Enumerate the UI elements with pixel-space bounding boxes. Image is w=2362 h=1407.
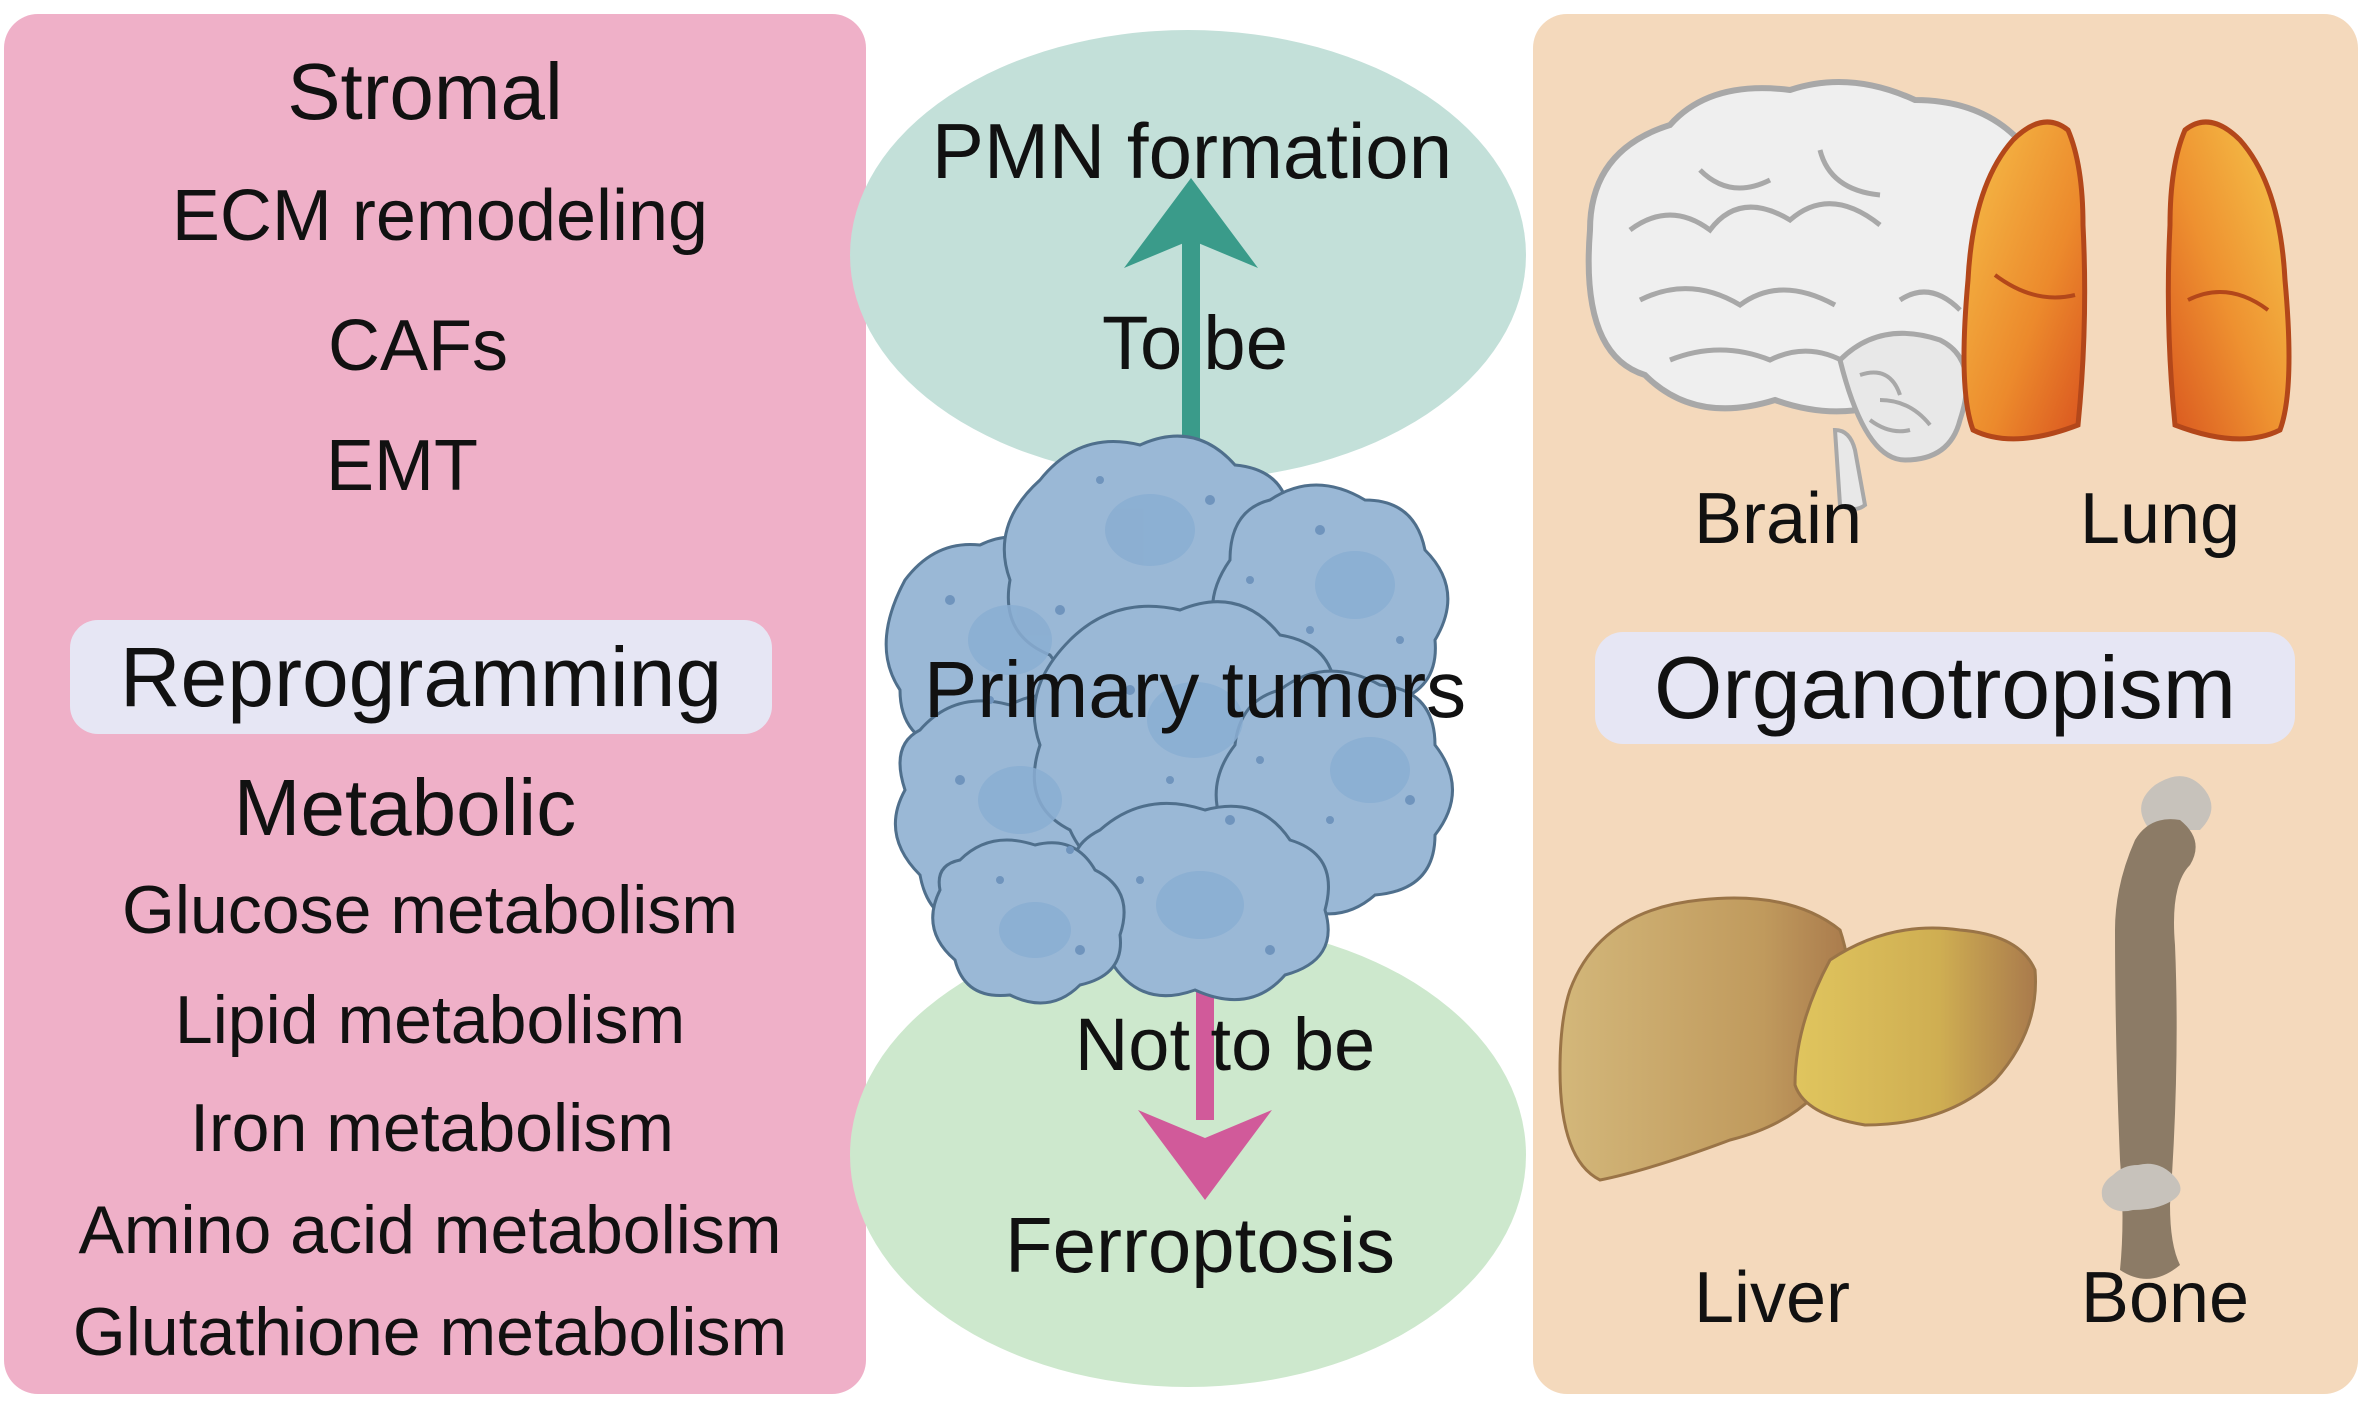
bone-illustration	[2101, 776, 2212, 1279]
metabolic-item-glucose: Glucose metabolism	[121, 872, 739, 948]
stromal-item-emt: EMT	[326, 426, 478, 506]
brain-label: Brain	[1693, 479, 1863, 559]
organotropism-pill: Organotropism	[1595, 632, 2295, 744]
stromal-heading: Stromal	[287, 47, 563, 136]
to-be-label: To be	[1102, 301, 1288, 386]
organotropism-label: Organotropism	[1653, 638, 2236, 737]
up-arrow	[1124, 178, 1258, 462]
not-to-be-label: Not to be	[1074, 1003, 1376, 1086]
pmn-formation-label: PMN formation	[931, 107, 1453, 195]
tumor-speckles	[945, 476, 1415, 955]
reprogramming-label: Reprogramming	[119, 630, 723, 724]
liver-illustration	[1558, 896, 2037, 1182]
stromal-item-ecm: ECM remodeling	[171, 176, 709, 256]
metabolic-heading: Metabolic	[233, 763, 577, 852]
tumor-nuclei	[968, 494, 1410, 958]
reprogramming-pill: Reprogramming	[70, 620, 772, 734]
metabolic-item-lipid: Lipid metabolism	[174, 982, 686, 1058]
ferroptosis-label: Ferroptosis	[1004, 1201, 1396, 1289]
stromal-item-cafs: CAFs	[328, 306, 508, 386]
brain-illustration	[1585, 79, 2079, 511]
metabolic-item-iron: Iron metabolism	[190, 1090, 674, 1166]
bone-label: Bone	[2080, 1258, 2250, 1338]
metabolic-item-amino-acid: Amino acid metabolism	[78, 1192, 782, 1268]
lung-label: Lung	[2079, 479, 2241, 559]
metabolic-item-glutathione: Glutathione metabolism	[72, 1294, 788, 1370]
liver-label: Liver	[1693, 1258, 1851, 1338]
primary-tumors-label: Primary tumors	[923, 645, 1467, 734]
lung-illustration	[1961, 119, 2292, 442]
